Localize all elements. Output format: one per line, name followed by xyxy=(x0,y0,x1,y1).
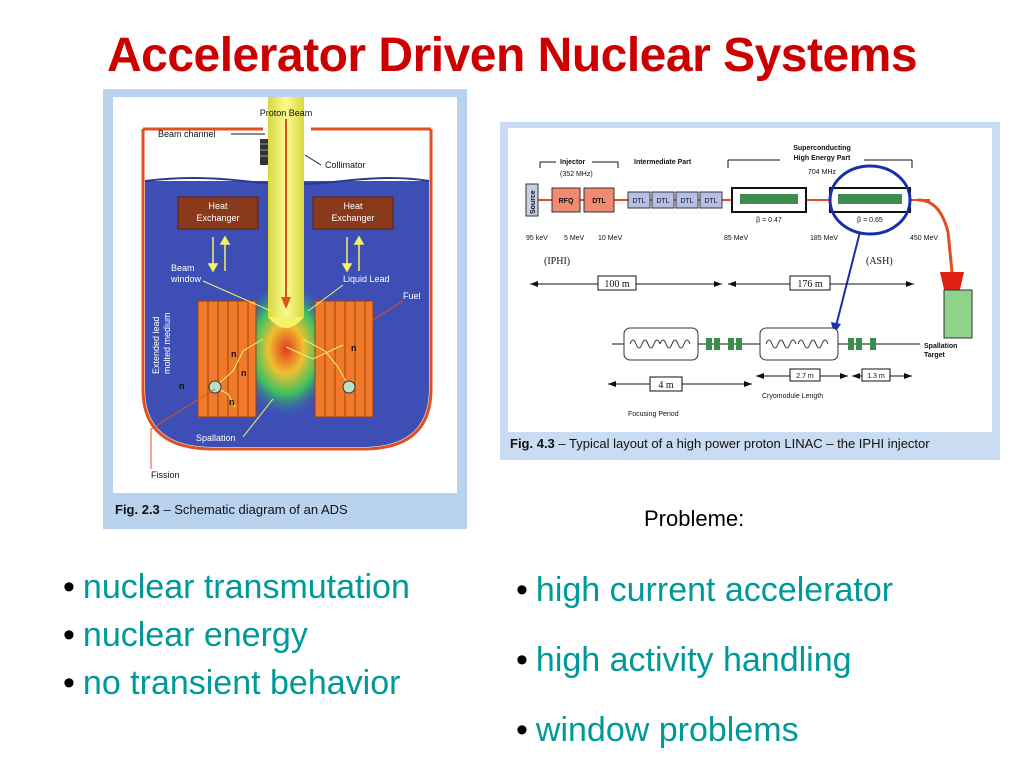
neutron-label: n xyxy=(241,368,247,378)
energy-label: 450 MeV xyxy=(910,235,938,242)
extended-lead-label: Extended lead xyxy=(151,316,161,374)
beta2-label: β = 0.65 xyxy=(857,217,883,224)
fig2-caption-text: – Typical layout of a high power proton … xyxy=(555,436,930,451)
list-item-text: no transient behavior xyxy=(82,664,401,702)
cryomodule-length-label: Cryomodule Length xyxy=(762,393,823,400)
beam-channel-label: Beam channel xyxy=(158,129,216,139)
source-label: Source xyxy=(530,190,537,214)
liquid-lead-label: Liquid Lead xyxy=(343,274,390,284)
fuel-bundle-left xyxy=(197,300,257,418)
spallation-label: Spallation xyxy=(196,433,236,443)
fig1-caption-number: Fig. 2.3 xyxy=(115,502,160,517)
intermediate-part-label: Intermediate Part xyxy=(634,159,692,166)
extended-lead-label: molted medium xyxy=(162,312,172,374)
length-4m-label: 4 m xyxy=(658,380,674,391)
list-item-text: high current accelerator xyxy=(535,571,894,609)
list-item-text: window problems xyxy=(535,711,799,749)
proton-beam-label: Proton Beam xyxy=(260,108,313,118)
advantages-list: •nuclear transmutation •nuclear energy •… xyxy=(63,563,410,707)
ash-label: (ASH) xyxy=(866,256,893,267)
neutron-label: n xyxy=(229,397,235,407)
dtl-label: DTL xyxy=(592,198,606,205)
iphi-label: (IPHI) xyxy=(544,256,570,267)
cryomodule-2 xyxy=(759,327,839,361)
list-item: •high current accelerator xyxy=(516,571,894,609)
linac-layout-figure: Injector (352 MHz) Intermediate Part Sup… xyxy=(500,122,1000,460)
rfq-block xyxy=(551,187,581,213)
list-item-text: nuclear transmutation xyxy=(82,568,410,606)
injector-freq-label: (352 MHz) xyxy=(560,171,593,178)
collimator-label: Collimator xyxy=(325,160,366,170)
focusing-period-label: Focusing Period xyxy=(628,411,679,418)
svg-text:Fig. 4.3 – Typical layout of a: Fig. 4.3 – Typical layout of a high powe… xyxy=(510,436,930,451)
heat-exchanger-label: Heat xyxy=(208,201,228,211)
fig1-caption-text: – Schematic diagram of an ADS xyxy=(160,502,348,517)
svg-text:Fig. 2.3 – Schematic diagram o: Fig. 2.3 – Schematic diagram of an ADS xyxy=(115,502,348,517)
superconducting-label: Superconducting xyxy=(793,145,851,152)
heat-exchanger-label: Exchanger xyxy=(196,213,239,223)
beam-window-label: Beam xyxy=(171,263,195,273)
sc-freq-label: 704 MHz xyxy=(808,169,837,176)
energy-label: 5 MeV xyxy=(564,235,585,242)
list-item-text: nuclear energy xyxy=(82,616,308,654)
ads-schematic-figure: Heat Exchanger Heat Exchanger xyxy=(103,89,467,529)
probleme-label: Probleme: xyxy=(644,506,745,531)
page-title: Accelerator Driven Nuclear Systems xyxy=(106,29,918,82)
dtl-block xyxy=(583,187,615,213)
high-energy-part-label: High Energy Part xyxy=(794,155,851,162)
energy-label: 10 MeV xyxy=(598,235,622,242)
dtl-label: DTL xyxy=(704,198,717,205)
list-item: •high activity handling xyxy=(516,641,852,679)
fuel-label: Fuel xyxy=(403,291,421,301)
heat-exchanger-label: Exchanger xyxy=(331,213,374,223)
fission-label: Fission xyxy=(151,470,180,480)
list-item: •nuclear energy xyxy=(63,616,308,654)
cryomodule-1 xyxy=(623,327,699,361)
target-label: Spallation xyxy=(924,343,957,350)
rfq-label: RFQ xyxy=(559,198,574,205)
target-label: Target xyxy=(924,352,946,359)
energy-label: 85 MeV xyxy=(724,235,748,242)
spallation-target xyxy=(943,289,973,339)
list-item: •nuclear transmutation xyxy=(63,568,410,606)
neutron-label: n xyxy=(231,349,237,359)
heat-exchanger-label: Heat xyxy=(343,201,363,211)
energy-label: 185 MeV xyxy=(810,235,838,242)
heat-exchanger-right xyxy=(312,196,394,230)
list-item-text: high activity handling xyxy=(535,641,852,679)
length-176m-label: 176 m xyxy=(797,279,823,290)
list-item: •no transient behavior xyxy=(63,664,401,702)
length-2-7m-label: 2.7 m xyxy=(796,373,814,380)
injector-label: Injector xyxy=(560,159,586,166)
beam-window-label: window xyxy=(170,274,202,284)
length-100m-label: 100 m xyxy=(604,279,630,290)
fig2-caption-number: Fig. 4.3 xyxy=(510,436,555,451)
energy-label: 95 keV xyxy=(526,235,548,242)
beta1-label: β = 0.47 xyxy=(756,217,782,224)
neutron-label: n xyxy=(351,343,357,353)
list-item: •window problems xyxy=(516,711,799,749)
fuel-bundle-right xyxy=(314,300,374,418)
heat-exchanger-left xyxy=(177,196,259,230)
length-1-3m-label: 1.3 m xyxy=(867,373,885,380)
dtl-label: DTL xyxy=(680,198,693,205)
dtl-label: DTL xyxy=(632,198,645,205)
neutron-label: n xyxy=(179,381,185,391)
dtl-label: DTL xyxy=(656,198,669,205)
problems-list: •high current accelerator •high activity… xyxy=(516,555,893,765)
